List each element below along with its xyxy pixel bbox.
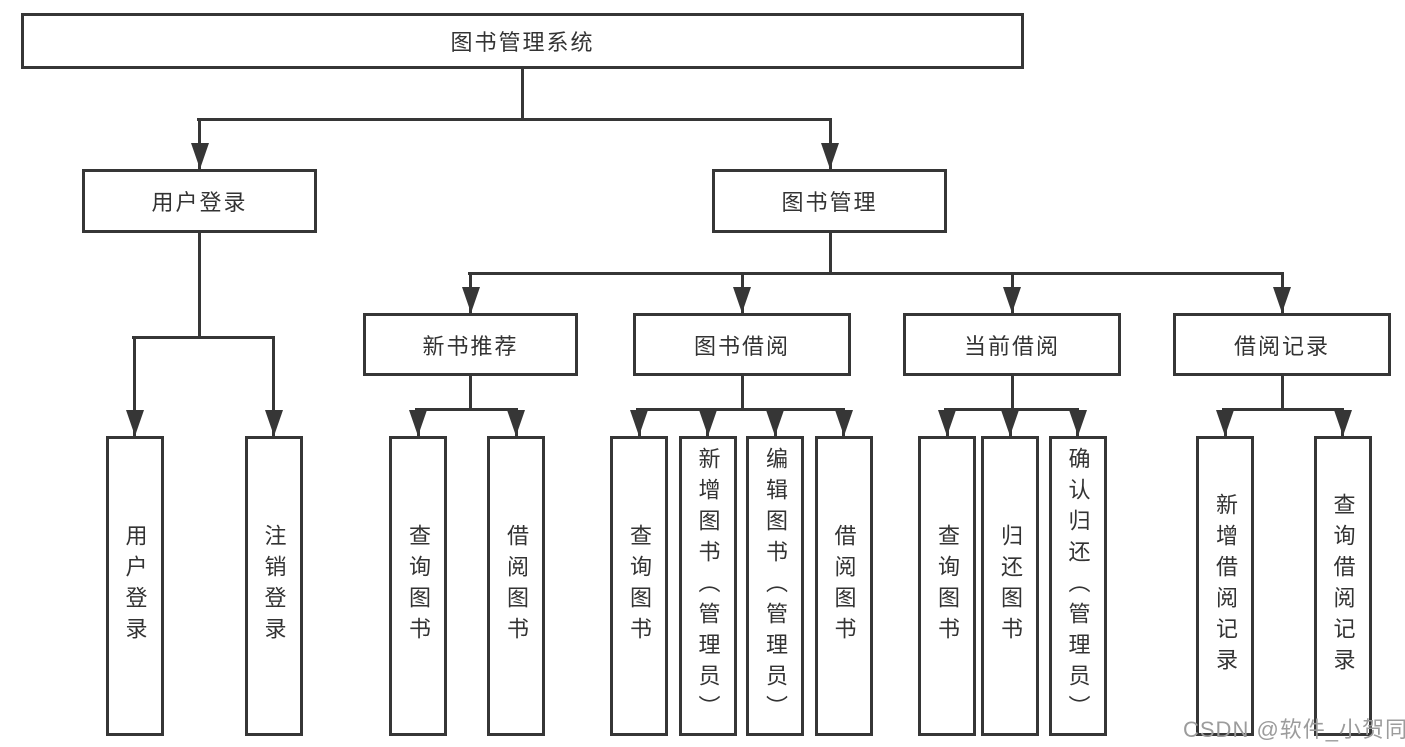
arrow-down-icon — [461, 287, 480, 313]
node-root: 图书管理系统 — [21, 13, 1024, 69]
arrow-down-icon — [409, 410, 427, 436]
connector-current-borrow-stem — [1010, 376, 1014, 408]
connector-book-borrow-stem — [740, 376, 744, 408]
leaf-query-books-borrow-label: 查询图书 — [627, 524, 652, 648]
connector-new-book-split — [415, 408, 518, 411]
arrow-down-icon — [821, 143, 839, 169]
leaf-user-login-label: 用户登录 — [122, 524, 148, 648]
arrow-down-icon — [190, 143, 209, 169]
connector-new-book-stem — [469, 376, 472, 408]
leaf-add-borrow-record: 新增借阅记录 — [1196, 436, 1254, 736]
leaf-edit-books-admin: 编辑图书（管理员） — [746, 436, 804, 736]
arrow-down-icon — [507, 410, 525, 436]
leaf-query-borrow-record-label: 查询借阅记录 — [1330, 493, 1356, 679]
leaf-confirm-return-admin: 确认归还（管理员） — [1048, 436, 1107, 736]
connector-user-login-split — [131, 336, 275, 339]
node-borrow-records-label: 借阅记录 — [1233, 333, 1330, 359]
arrow-down-icon — [630, 410, 648, 436]
leaf-user-login: 用户登录 — [105, 436, 164, 736]
node-new-book-recommend: 新书推荐 — [363, 313, 578, 376]
node-user-login-label: 用户登录 — [151, 190, 248, 215]
node-book-management-label: 图书管理 — [781, 190, 878, 215]
arrow-down-icon — [1216, 410, 1234, 436]
node-current-borrow: 当前借阅 — [903, 313, 1121, 376]
arrow-down-icon — [1333, 410, 1352, 436]
connector-drop-leaf-logout — [272, 336, 275, 436]
leaf-return-books-label: 归还图书 — [998, 524, 1023, 648]
leaf-edit-books-admin-label: 编辑图书（管理员） — [763, 446, 788, 726]
leaf-return-books: 归还图书 — [981, 436, 1039, 736]
arrow-down-icon — [733, 287, 751, 313]
leaf-query-books-current: 查询图书 — [918, 436, 976, 736]
arrow-down-icon — [834, 410, 853, 436]
connector-book-borrow-split — [636, 408, 845, 411]
connector-borrow-records-split — [1222, 408, 1344, 411]
connector-book-management-stem — [828, 233, 832, 272]
arrow-down-icon — [264, 410, 283, 436]
connector-user-login-stem — [198, 233, 201, 336]
leaf-borrow-books-label: 借阅图书 — [831, 524, 857, 648]
leaf-confirm-return-admin-label: 确认归还（管理员） — [1065, 446, 1091, 726]
leaf-borrow-books-recommend: 借阅图书 — [487, 436, 545, 736]
node-user-login: 用户登录 — [82, 169, 317, 233]
leaf-query-books-recommend: 查询图书 — [389, 436, 447, 736]
arrow-down-icon — [1001, 410, 1019, 436]
node-book-borrow: 图书借阅 — [633, 313, 851, 376]
node-borrow-records: 借阅记录 — [1173, 313, 1391, 376]
leaf-query-books-recommend-label: 查询图书 — [406, 524, 431, 648]
leaf-query-books-borrow: 查询图书 — [610, 436, 668, 736]
node-book-management: 图书管理 — [712, 169, 947, 233]
arrow-down-icon — [938, 410, 956, 436]
connector-root-stem — [520, 69, 524, 118]
leaf-add-borrow-record-label: 新增借阅记录 — [1213, 493, 1238, 679]
leaf-query-borrow-record: 查询借阅记录 — [1313, 436, 1372, 736]
connector-root-split — [196, 118, 832, 121]
leaf-borrow-books: 借阅图书 — [814, 436, 873, 736]
connector-borrow-records-stem — [1280, 376, 1284, 408]
node-new-book-recommend-label: 新书推荐 — [422, 333, 519, 359]
node-root-label: 图书管理系统 — [450, 30, 595, 55]
leaf-logout: 注销登录 — [244, 436, 303, 736]
connector-current-borrow-split — [944, 408, 1079, 411]
leaf-borrow-books-recommend-label: 借阅图书 — [504, 524, 529, 648]
node-current-borrow-label: 当前借阅 — [963, 333, 1060, 359]
connector-book-management-split — [467, 272, 1284, 275]
arrow-down-icon — [1003, 287, 1021, 313]
connector-drop-leaf-user-login — [133, 336, 136, 436]
leaf-logout-label: 注销登录 — [261, 524, 287, 648]
arrow-down-icon — [1068, 410, 1087, 436]
arrow-down-icon — [698, 410, 717, 436]
arrow-down-icon — [125, 410, 144, 436]
arrow-down-icon — [766, 410, 784, 436]
leaf-add-books-admin: 新增图书（管理员） — [678, 436, 737, 736]
arrow-down-icon — [1273, 287, 1291, 313]
leaf-query-books-current-label: 查询图书 — [935, 524, 960, 648]
leaf-add-books-admin-label: 新增图书（管理员） — [695, 446, 721, 726]
csdn-watermark: CSDN @软件_小贺同学 — [1183, 717, 1405, 742]
node-book-borrow-label: 图书借阅 — [693, 333, 790, 359]
